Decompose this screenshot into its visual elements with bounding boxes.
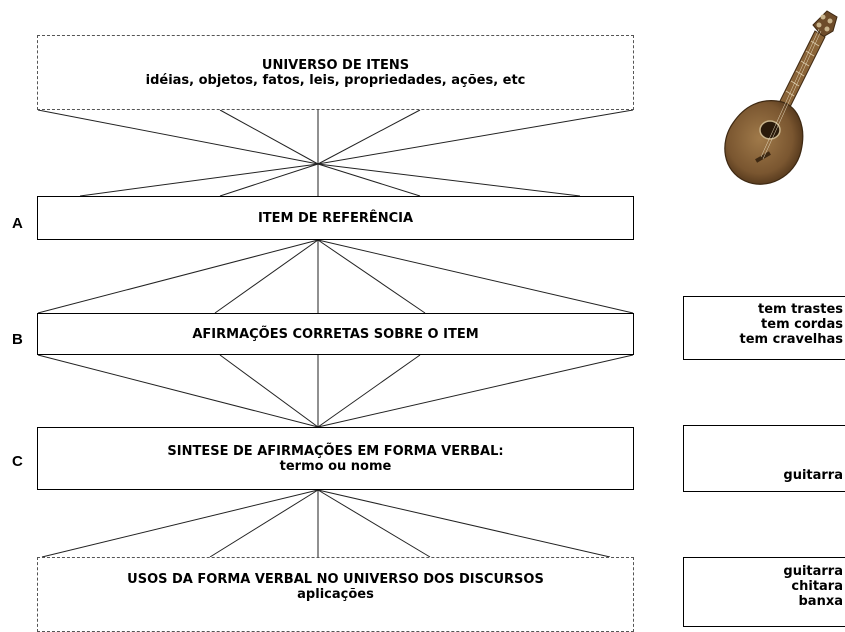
side-box-attributes: tem trastes tem cordas tem cravelhas <box>683 296 845 360</box>
verbal-synthesis-label: SINTESE DE AFIRMAÇÕES EM FORMA VERBAL: <box>167 443 504 459</box>
side-use-line: banxa <box>798 594 844 609</box>
side-box-uses: guitarra chitara banxa <box>683 557 845 627</box>
side-term-line: guitarra <box>783 468 843 483</box>
universe-title: UNIVERSO DE ITENS <box>261 57 410 73</box>
side-attribute-line: tem cravelhas <box>739 332 843 347</box>
row-letter-c: C <box>12 453 23 470</box>
correct-statements-box: AFIRMAÇÕES CORRETAS SOBRE O ITEM <box>37 313 634 355</box>
side-box-term: guitarra <box>683 425 845 492</box>
uses-box: USOS DA FORMA VERBAL NO UNIVERSO DOS DIS… <box>37 557 634 632</box>
reference-item-label: ITEM DE REFERÊNCIA <box>257 210 414 226</box>
side-attribute-line: tem cordas <box>761 317 843 332</box>
side-attribute-line: tem trastes <box>757 302 843 317</box>
verbal-synthesis-box: SINTESE DE AFIRMAÇÕES EM FORMA VERBAL: t… <box>37 427 634 490</box>
universe-subtitle: idéias, objetos, fatos, leis, propriedad… <box>145 72 526 88</box>
row-letter-b: B <box>12 331 23 348</box>
verbal-synthesis-sublabel: termo ou nome <box>279 458 392 474</box>
side-use-line: chitara <box>791 579 843 594</box>
universe-box: UNIVERSO DE ITENS idéias, objetos, fatos… <box>37 35 634 110</box>
row-letter-a: A <box>12 215 23 232</box>
correct-statements-label: AFIRMAÇÕES CORRETAS SOBRE O ITEM <box>192 326 479 342</box>
uses-subtitle: aplicações <box>297 587 374 602</box>
guitar-icon <box>724 10 838 185</box>
uses-title: USOS DA FORMA VERBAL NO UNIVERSO DOS DIS… <box>127 572 544 587</box>
side-use-line: guitarra <box>783 564 843 579</box>
reference-item-box: ITEM DE REFERÊNCIA <box>37 196 634 240</box>
